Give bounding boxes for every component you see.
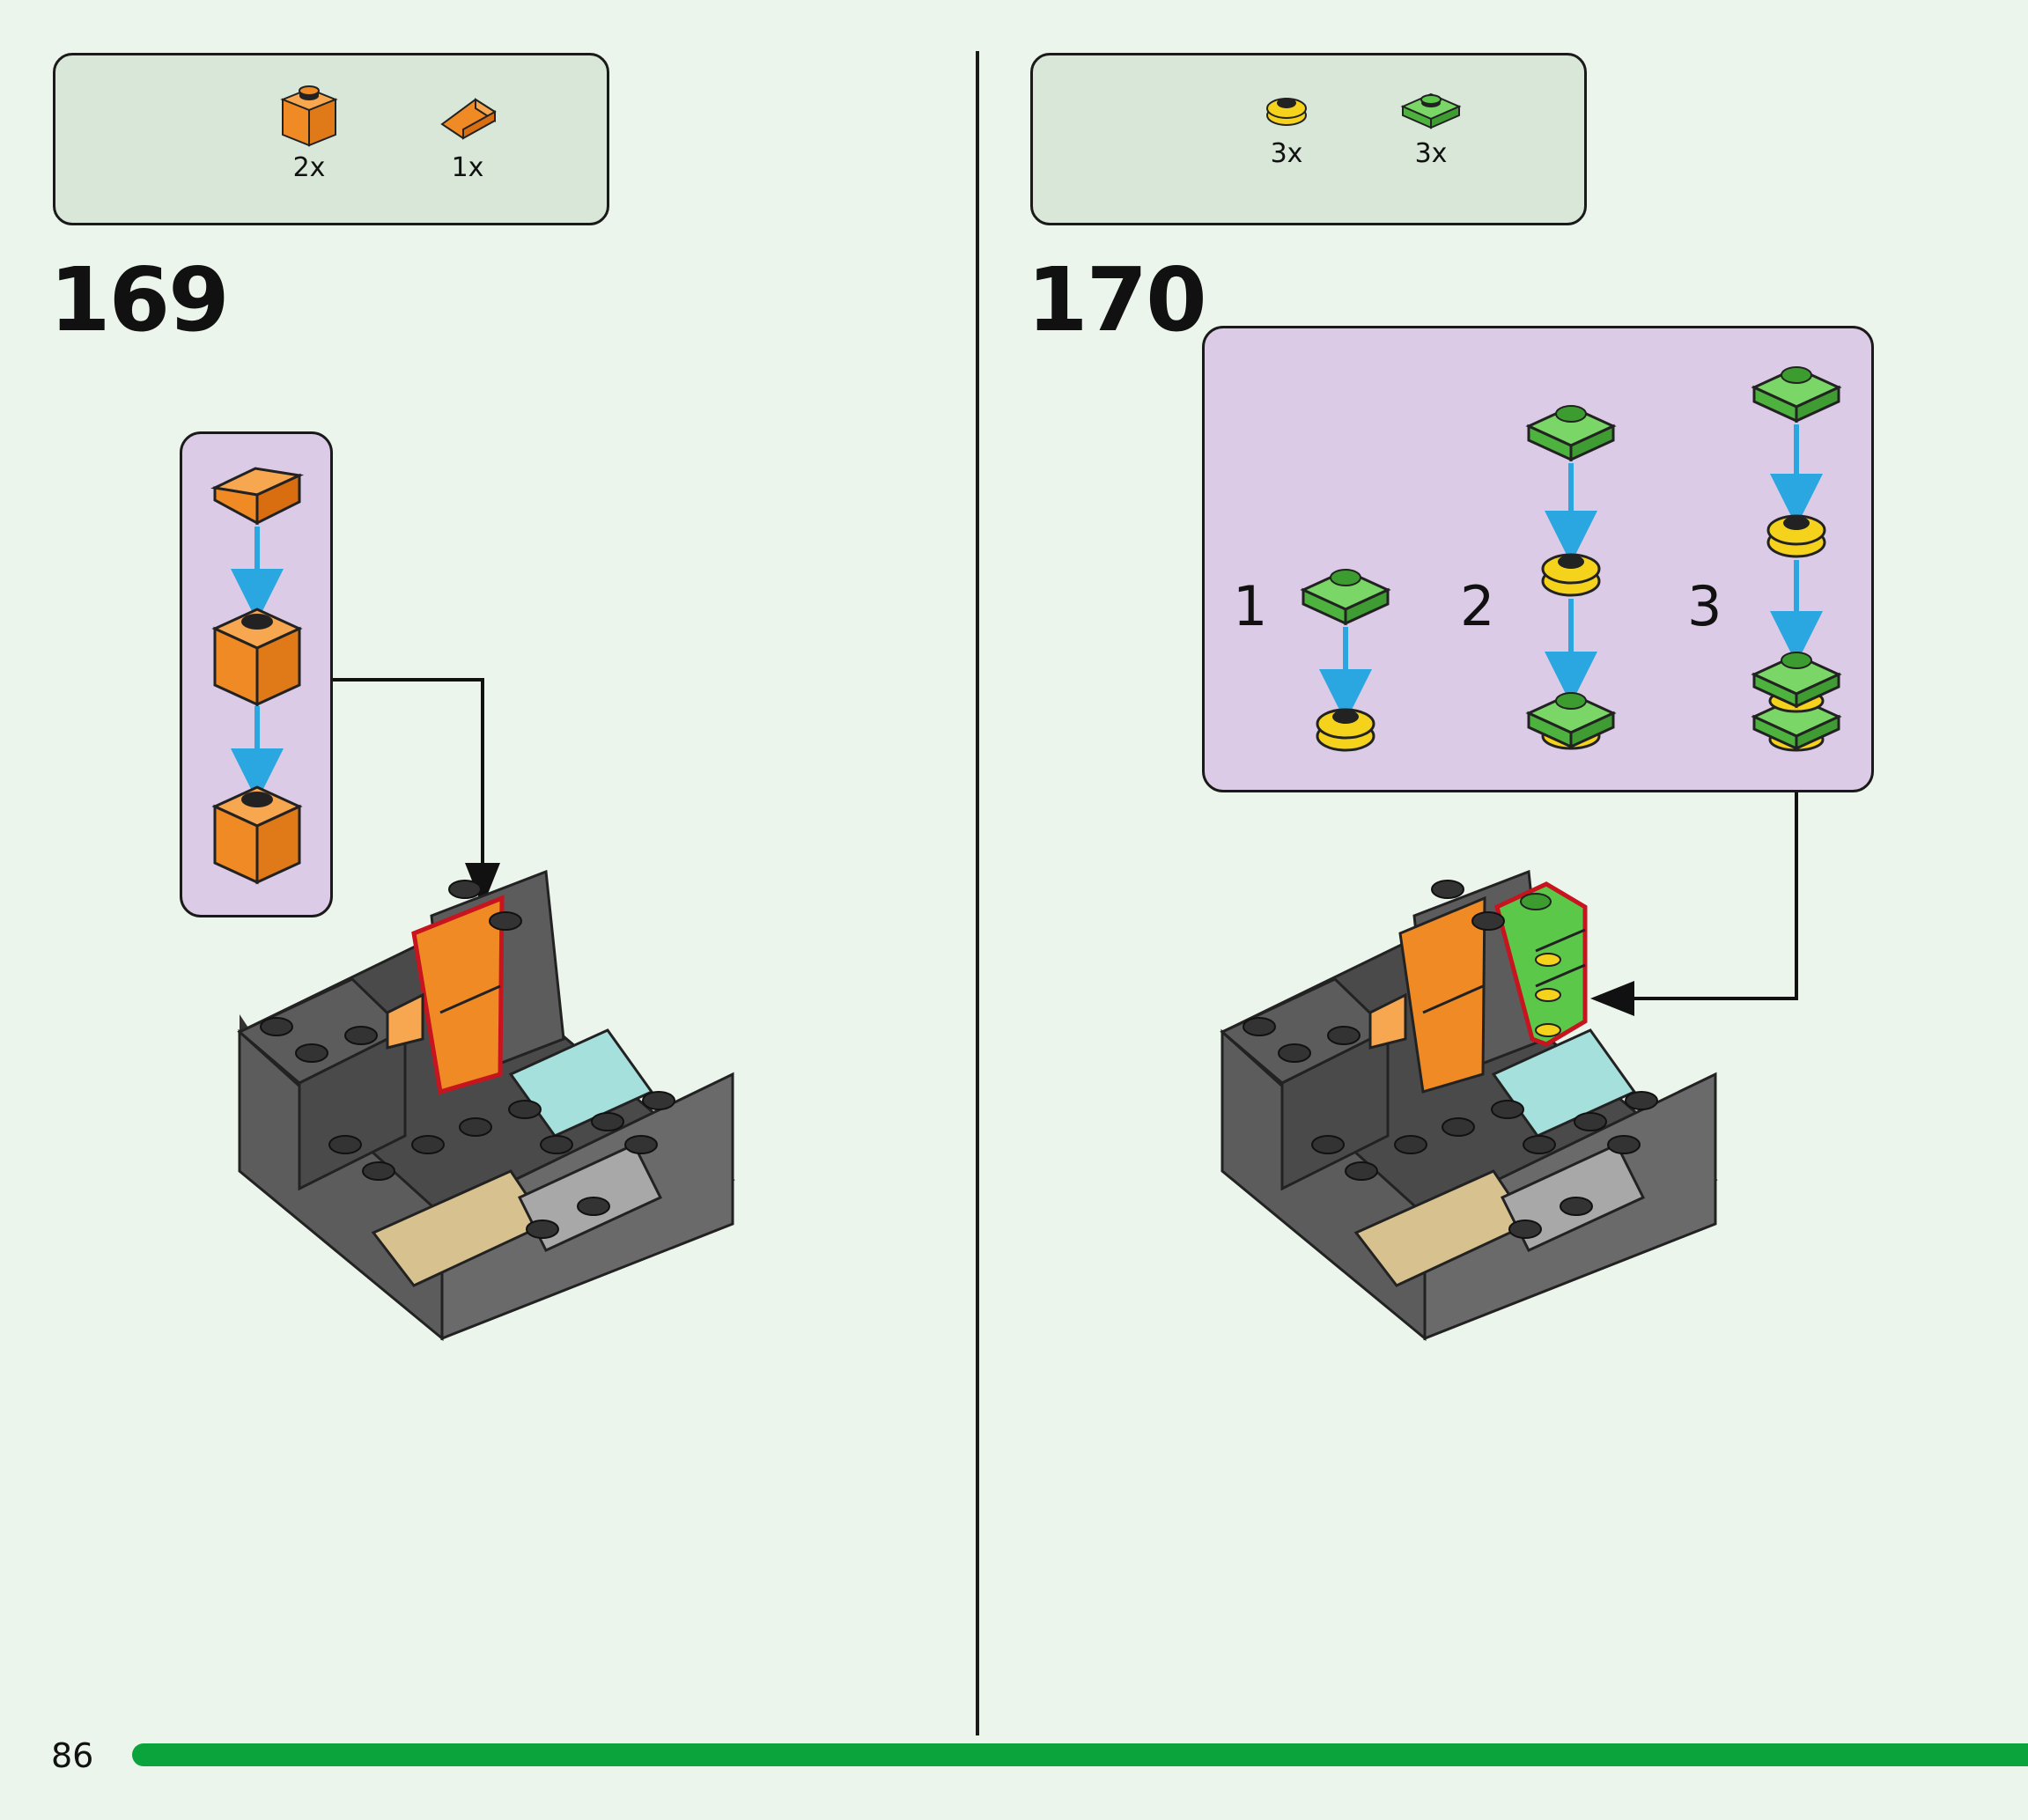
green-plate-1x1-icon [1400,92,1462,129]
orange-slope-icon [440,98,497,140]
part-quantity: 2x [292,152,326,183]
yellow-round-plate-icon [1266,98,1307,126]
sub-step-label: 2 [1460,574,1495,638]
sub-step-label: 1 [1233,574,1268,638]
orange-brick-1x1-icon [280,85,338,147]
part-item: 3x [1369,82,1493,169]
parts-box-step-170: 3x 3x [1030,53,1587,225]
progress-bar-fill [132,1743,2028,1766]
sub-step-1-parts [1300,569,1391,752]
placement-arrow [333,678,484,891]
sub-step-3-parts [1751,366,1842,752]
model-step-170 [1220,869,1718,1342]
page-divider [976,51,979,1735]
sub-assembly-169-parts [210,467,305,885]
step-number: 170 [1027,248,1207,351]
model-step-169 [237,869,735,1342]
placement-arrowhead [1590,981,1634,1016]
part-quantity: 1x [451,152,484,183]
sub-step-2-parts [1525,405,1617,750]
sub-step-label: 3 [1687,574,1722,638]
sub-assembly-170-parts [1300,366,1842,752]
orange-brick-piece [211,608,303,707]
part-item: 3x [1225,82,1348,169]
part-item: 2x [247,82,371,183]
part-quantity: 3x [1270,138,1303,169]
placement-arrowhead [465,863,500,907]
part-item: 1x [406,82,529,183]
placement-arrow [1620,792,1798,1000]
part-quantity: 3x [1414,138,1448,169]
orange-brick-piece [211,785,303,885]
progress-bar [132,1743,2028,1766]
orange-slope-piece [210,467,305,526]
step-number: 169 [49,248,230,351]
parts-box-step-169: 2x 1x [53,53,609,225]
page-number: 86 [51,1736,94,1775]
